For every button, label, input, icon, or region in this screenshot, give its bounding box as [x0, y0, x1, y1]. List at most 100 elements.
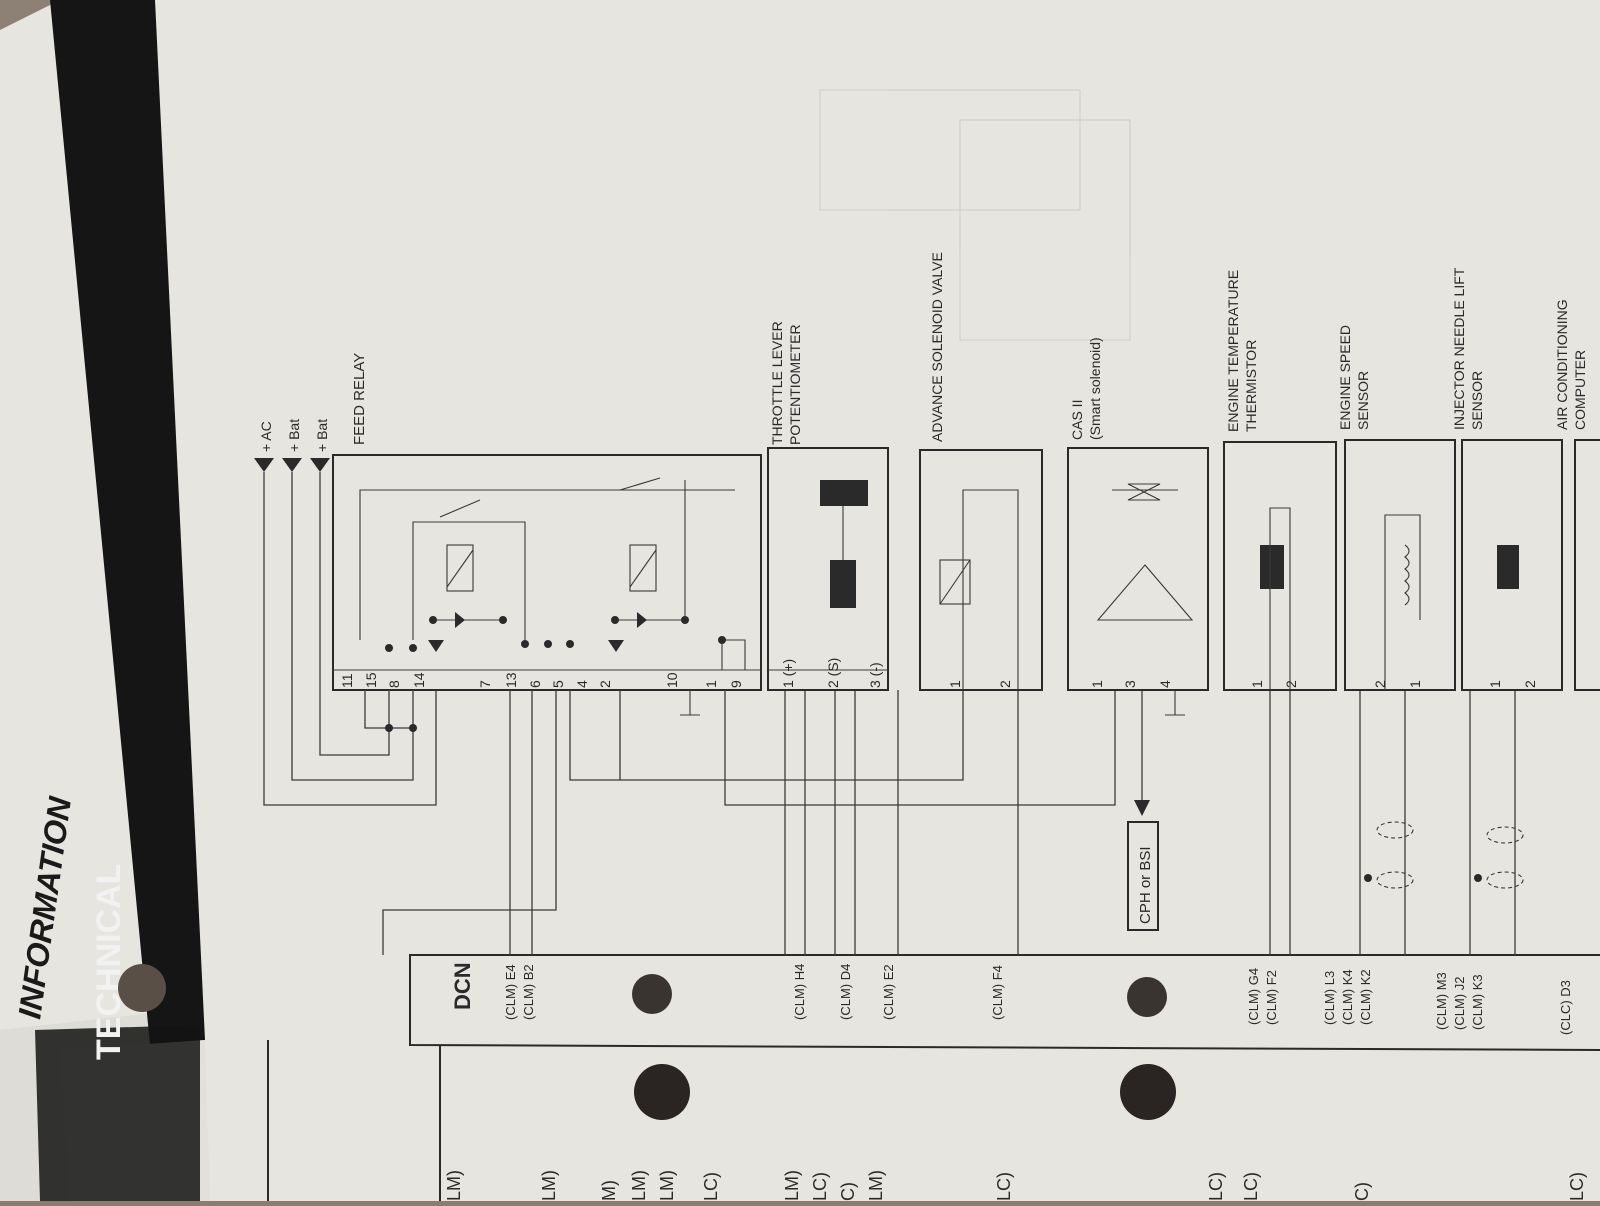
temp-title: THERMISTOR [1243, 340, 1259, 432]
ghost-box [959, 119, 1131, 341]
supply-arrow [310, 458, 330, 472]
relay-switch-2 [619, 477, 661, 491]
dcn-pin: (CLM) J2 [1452, 977, 1467, 1030]
sensor-wire [1384, 514, 1421, 690]
throttle-pin: 2 (S) [825, 658, 841, 688]
binder-hole [632, 974, 672, 1014]
needle-sensor-box [1461, 439, 1563, 691]
dcn-pin: (CLM) K4 [1340, 969, 1355, 1025]
edge-label: LC) [1567, 1172, 1587, 1201]
wire [291, 472, 414, 781]
relay-pin: 13 [503, 672, 519, 688]
relay-coil-1 [446, 549, 474, 588]
temp-pin: 2 [1283, 680, 1299, 688]
header-technical: TECHNICAL [90, 864, 128, 1060]
ground-icon [680, 690, 1185, 716]
supply-label: + Bat [314, 419, 330, 452]
shield-icon [1486, 826, 1524, 844]
dcn-pin: (CLM) K2 [1358, 969, 1373, 1025]
temp-pin: 1 [1249, 680, 1265, 688]
dcn-pin: (CLM) F4 [990, 965, 1005, 1020]
speed-pin: 1 [1407, 680, 1423, 688]
diode-icon [637, 612, 647, 628]
relay-switch-1 [439, 499, 481, 518]
wire [382, 690, 557, 955]
junction [409, 644, 417, 652]
dcn-pin: (CLM) E2 [881, 964, 896, 1020]
amplifier-icon [1096, 564, 1194, 621]
dcn-pin: (CLM) D4 [838, 964, 853, 1020]
relay-pin: 1 [703, 680, 719, 688]
edge-label: C) [1352, 1182, 1372, 1201]
dcn-pin: (CLM) K3 [1470, 974, 1485, 1030]
supply-label: + AC [258, 421, 274, 452]
aircon-title: COMPUTER [1572, 350, 1588, 430]
advance-solenoid-box [919, 449, 1043, 691]
cas-title: CAS II [1069, 400, 1085, 440]
relay-pin: 15 [363, 672, 379, 688]
relay-pin: 9 [728, 680, 744, 688]
supply-arrow [282, 458, 302, 472]
aircon-box [1574, 439, 1600, 691]
needle-title: INJECTOR NEEDLE LIFT [1451, 267, 1467, 430]
cas-pin: 3 [1122, 680, 1138, 688]
wire [569, 690, 964, 781]
edge-label: C) [838, 1182, 858, 1201]
junction [499, 616, 507, 624]
junction [1364, 874, 1372, 882]
junction [409, 724, 417, 732]
wire [724, 690, 1116, 806]
cph-bsi-box [1127, 821, 1159, 931]
dcn-box [409, 954, 1600, 1051]
shield-icon [1376, 871, 1414, 889]
speed-title: ENGINE SPEED [1337, 325, 1353, 430]
relay-wire [721, 639, 746, 670]
speed-pin: 2 [1372, 680, 1388, 688]
feed-relay-pins: 11 15 8 14 7 13 6 5 4 2 10 1 9 [339, 672, 744, 688]
relay-wire [359, 489, 735, 640]
relay-coil-2 [629, 549, 657, 588]
needle-title: SENSOR [1469, 371, 1485, 430]
temp-box [1223, 441, 1337, 691]
header-band [50, 0, 205, 1045]
diode-icon [428, 640, 444, 652]
relay-pin: 10 [664, 672, 680, 688]
wire [319, 472, 390, 756]
left-page-labels: LM) LM) M) LM) LM) LC) LM) LC) C) LM) LC… [444, 1170, 1587, 1201]
junction [429, 616, 437, 624]
relay-coil-1 [446, 544, 474, 592]
output-arrow-icon [1134, 800, 1150, 816]
needle-sensor-icon [1497, 545, 1519, 589]
wiring [263, 472, 1516, 955]
coil-icon [1404, 544, 1410, 606]
junction [611, 616, 619, 624]
cas-pin: 1 [1089, 680, 1105, 688]
cph-bsi-label: CPH or BSI [1137, 846, 1154, 924]
feed-relay-title: FEED RELAY [351, 353, 368, 445]
solenoid-wire [962, 489, 1019, 690]
throttle-box [767, 447, 889, 691]
solenoid-icon [939, 559, 971, 605]
wire [263, 472, 437, 806]
edge-label: LM) [782, 1170, 802, 1201]
relay-pin: 7 [477, 680, 493, 688]
relay-wire [412, 521, 526, 640]
edge-label: LM) [444, 1170, 464, 1201]
binder-hole [634, 1064, 690, 1120]
supply-label: + Bat [286, 419, 302, 452]
advance-title: ADVANCE SOLENOID VALVE [929, 252, 945, 442]
junction [718, 636, 726, 644]
relay-pin: 5 [550, 680, 566, 688]
binder-hole [118, 964, 166, 1012]
junction [385, 644, 393, 652]
cas-box [1067, 447, 1209, 691]
dcn-pin: (CLM) G4 [1246, 968, 1261, 1025]
edge-label: M) [599, 1180, 619, 1201]
cas-pin: 4 [1157, 680, 1173, 688]
shield-icon [1486, 871, 1524, 889]
junction [1474, 874, 1482, 882]
dcn-pin: (CLC) D3 [1558, 980, 1573, 1035]
